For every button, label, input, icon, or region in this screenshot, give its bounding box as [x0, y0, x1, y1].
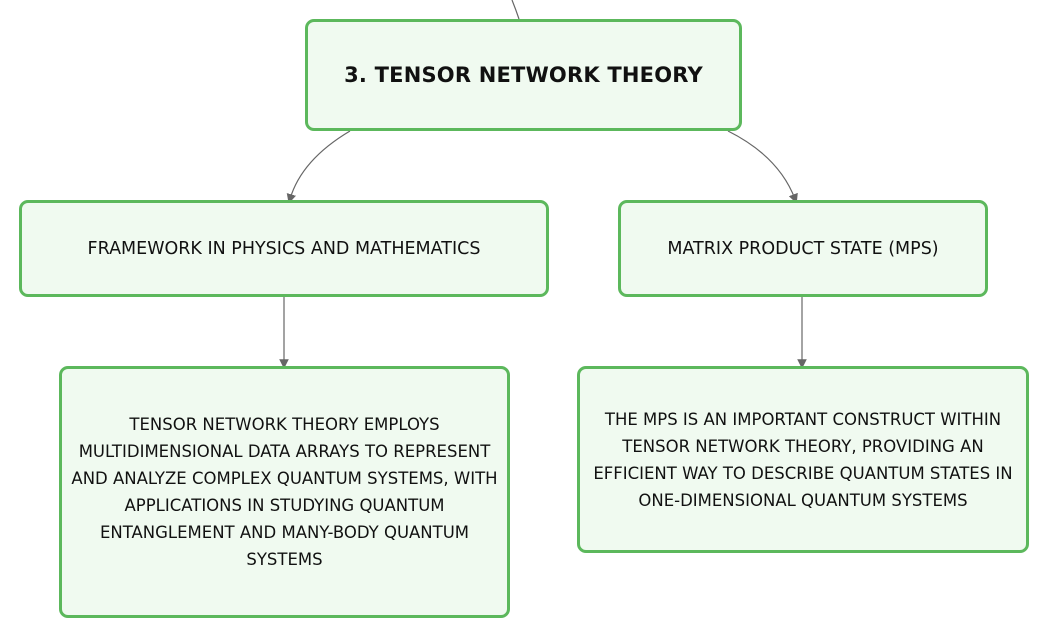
- connector-root-to-mps: [727, 130, 798, 204]
- node-description-text: TENSOR NETWORK THEORY EMPLOYS MULTIDIMEN…: [71, 415, 498, 569]
- connector-root-to-framework: [286, 130, 351, 204]
- node-framework-description[interactable]: TENSOR NETWORK THEORY EMPLOYS MULTIDIMEN…: [59, 366, 510, 618]
- node-matrix-product-state[interactable]: MATRIX PRODUCT STATE (MPS): [618, 200, 988, 297]
- node-label: 3. TENSOR NETWORK THEORY: [344, 63, 703, 87]
- node-label: FRAMEWORK IN PHYSICS AND MATHEMATICS: [87, 238, 481, 259]
- node-label: MATRIX PRODUCT STATE (MPS): [667, 238, 939, 259]
- node-mps-description[interactable]: THE MPS IS AN IMPORTANT CONSTRUCT WITHIN…: [577, 366, 1029, 553]
- connector-parent-to-root: [511, 0, 520, 20]
- node-tensor-network-theory[interactable]: 3. TENSOR NETWORK THEORY: [305, 19, 742, 131]
- node-framework-physics-math[interactable]: FRAMEWORK IN PHYSICS AND MATHEMATICS: [19, 200, 549, 297]
- node-description-text: THE MPS IS AN IMPORTANT CONSTRUCT WITHIN…: [593, 409, 1013, 510]
